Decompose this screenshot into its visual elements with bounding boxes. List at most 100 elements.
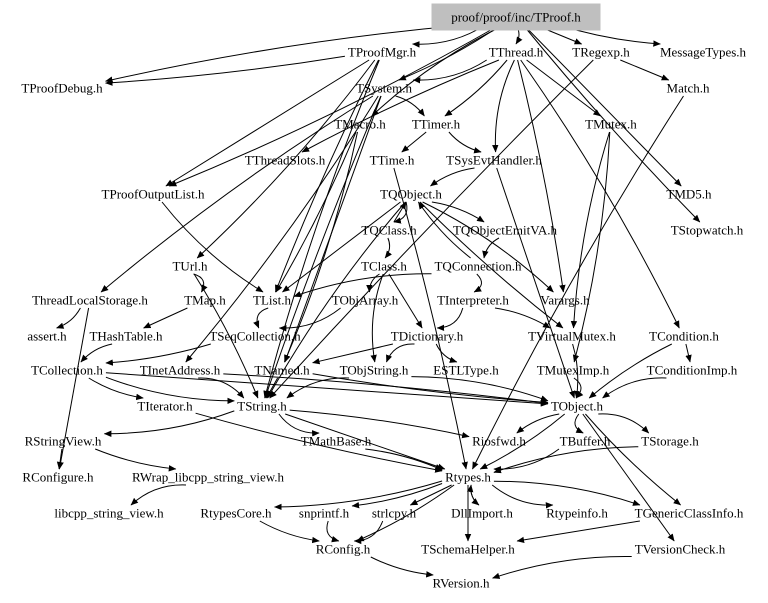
edge-tinterpreter-to-tdictionary bbox=[436, 307, 464, 332]
node-tobjstring-h: TObjString.h bbox=[340, 363, 409, 378]
edge-tobjstring-to-tstring bbox=[286, 377, 350, 399]
edge-tversioncheck-to-rversion bbox=[492, 555, 632, 579]
edge-tmathbase-to-rtypes bbox=[365, 448, 443, 471]
edge-strlcpy-to-rconfig bbox=[353, 520, 384, 545]
node-label: assert.h bbox=[27, 329, 67, 344]
node-estltype-h: ESTLType.h bbox=[433, 363, 499, 378]
node-label: RConfigure.h bbox=[22, 470, 94, 485]
node-threadlocalstorage-h: ThreadLocalStorage.h bbox=[32, 293, 148, 308]
node-label: TInterpreter.h bbox=[437, 293, 509, 308]
edge-tstring-to-tmathbase bbox=[278, 413, 320, 437]
edge-tclass-to-tobjarray bbox=[366, 273, 380, 293]
node-tinterpreter-h: TInterpreter.h bbox=[437, 293, 509, 308]
edge-tcondition-to-tconditionimp bbox=[685, 343, 692, 363]
node-label: strlcpy.h bbox=[372, 506, 417, 521]
node-tschemahelper-h: TSchemaHelper.h bbox=[421, 542, 515, 557]
node-label: TList.h bbox=[253, 293, 291, 308]
node-tregexp-h: TRegexp.h bbox=[572, 45, 630, 60]
edge-match-to-rtypes bbox=[472, 95, 684, 470]
node-label: snprintf.h bbox=[299, 506, 350, 521]
edge-tsystem-to-ttimer bbox=[395, 95, 425, 117]
edge-tqobject-to-varargs bbox=[422, 201, 554, 293]
node-label: DllImport.h bbox=[451, 506, 513, 521]
node-ttime-h: TTime.h bbox=[370, 153, 415, 168]
edge-rtypes-to-strlcpy bbox=[409, 484, 452, 506]
node-label: RStringView.h bbox=[25, 434, 102, 449]
edge-dllimport-to-rtypes bbox=[466, 484, 480, 506]
node-libcpp-string-view-h: libcpp_string_view.h bbox=[54, 506, 164, 521]
edge-tdictionary-to-tnamed bbox=[312, 343, 394, 365]
edge-tproof-to-tproofdebug bbox=[105, 24, 465, 83]
node-label: TBuffer.h bbox=[560, 434, 611, 449]
node-tmacro-h: TMacro.h bbox=[334, 117, 386, 132]
node-tclass-h: TClass.h bbox=[361, 259, 407, 274]
node-tmuteximp-h: TMutexImp.h bbox=[537, 363, 610, 378]
edge-tobject-to-tbuffer bbox=[574, 413, 584, 434]
node-tproofmgr-h: TProofMgr.h bbox=[348, 45, 417, 60]
edge-tproofoutputlist-to-tlist bbox=[161, 201, 264, 293]
node-tgenericclassinfo-h: TGenericClassInfo.h bbox=[635, 506, 744, 521]
edge-rtypes-to-rtypescore bbox=[274, 480, 443, 511]
edge-tconditionimp-to-tobject bbox=[602, 377, 667, 399]
node-label: TGenericClassInfo.h bbox=[635, 506, 744, 521]
edge-turl-to-tstring bbox=[193, 273, 259, 399]
edge-tcollection-to-tobject bbox=[105, 372, 549, 407]
node-label: TMap.h bbox=[184, 293, 226, 308]
node-label: TMathBase.h bbox=[301, 434, 372, 449]
node-label: TVirtualMutex.h bbox=[528, 329, 616, 344]
node-rtypeinfo-h: Rtypeinfo.h bbox=[546, 506, 608, 521]
edge-tobject-to-rtypes bbox=[479, 413, 566, 470]
node-tstring-h: TString.h bbox=[237, 399, 287, 414]
node-label: TSystem.h bbox=[356, 81, 412, 96]
node-label: TThreadSlots.h bbox=[245, 153, 326, 168]
node-tcondition-h: TCondition.h bbox=[649, 329, 719, 344]
node-tnamed-h: TNamed.h bbox=[254, 363, 310, 378]
edge-tproofmgr-to-turl bbox=[196, 59, 376, 259]
edge-tgenericclassinfo-to-tschemahelper bbox=[516, 520, 640, 544]
edge-tobject-to-tgenericclassinfo bbox=[585, 413, 681, 506]
node-label: TProofMgr.h bbox=[348, 45, 417, 60]
node-tdictionary-h: TDictionary.h bbox=[391, 329, 464, 344]
node-label: TDictionary.h bbox=[391, 329, 464, 344]
edge-tobjarray-to-tseqcollection bbox=[278, 307, 341, 332]
edge-tcollection-to-titerator bbox=[88, 377, 144, 401]
edge-tcondition-to-tobject bbox=[588, 343, 673, 399]
node-label: TSchemaHelper.h bbox=[421, 542, 515, 557]
node-dllimport-h: DllImport.h bbox=[451, 506, 513, 521]
node-tqclass-h: TQClass.h bbox=[361, 223, 417, 238]
node-label: TCondition.h bbox=[649, 329, 719, 344]
edges-layer bbox=[56, 24, 701, 579]
node-label: RConfig.h bbox=[316, 542, 371, 557]
node-label: TStopwatch.h bbox=[671, 223, 744, 238]
edge-tobjstring-to-tobject bbox=[411, 376, 549, 402]
edge-tclass-to-tdictionary bbox=[388, 273, 423, 329]
edge-tthread-to-tcondition bbox=[520, 59, 680, 329]
node-label: TSeqCollection.h bbox=[209, 329, 301, 344]
node-label: TUrl.h bbox=[172, 259, 208, 274]
node-label: TCollection.h bbox=[31, 363, 103, 378]
node-label: TRegexp.h bbox=[572, 45, 630, 60]
edge-tobject-to-tstorage bbox=[598, 413, 650, 434]
node-label: Rtypeinfo.h bbox=[546, 506, 608, 521]
root-node-box bbox=[431, 3, 601, 31]
node-tcollection-h: TCollection.h bbox=[31, 363, 103, 378]
node-label: Varargs.h bbox=[540, 293, 590, 308]
edge-ttimer-to-ttime bbox=[401, 131, 427, 153]
edge-tproof-to-tmd5 bbox=[523, 24, 682, 187]
node-tmd5-h: TMD5.h bbox=[666, 187, 712, 202]
edge-tinetaddress-to-tstring bbox=[198, 377, 245, 399]
node-tproofoutputlist-h: TProofOutputList.h bbox=[102, 187, 205, 202]
node-label: proof/proof/inc/TProof.h bbox=[451, 10, 581, 25]
edge-titerator-to-rtypes bbox=[195, 412, 443, 473]
node-ttimer-h: TTimer.h bbox=[412, 117, 461, 132]
edge-thashtable-to-tcollection bbox=[80, 343, 113, 363]
edge-tqobject-to-tqclass bbox=[393, 201, 408, 224]
node-label: TMacro.h bbox=[334, 117, 386, 132]
node-label: THashTable.h bbox=[89, 329, 163, 344]
node-label: TQObjectEmitVA.h bbox=[453, 223, 558, 238]
edge-tproofmgr-to-tproofdebug bbox=[105, 55, 345, 86]
node-rversion-h: RVersion.h bbox=[432, 576, 490, 591]
node-titerator-h: TIterator.h bbox=[137, 399, 193, 414]
node-tmap-h: TMap.h bbox=[184, 293, 226, 308]
